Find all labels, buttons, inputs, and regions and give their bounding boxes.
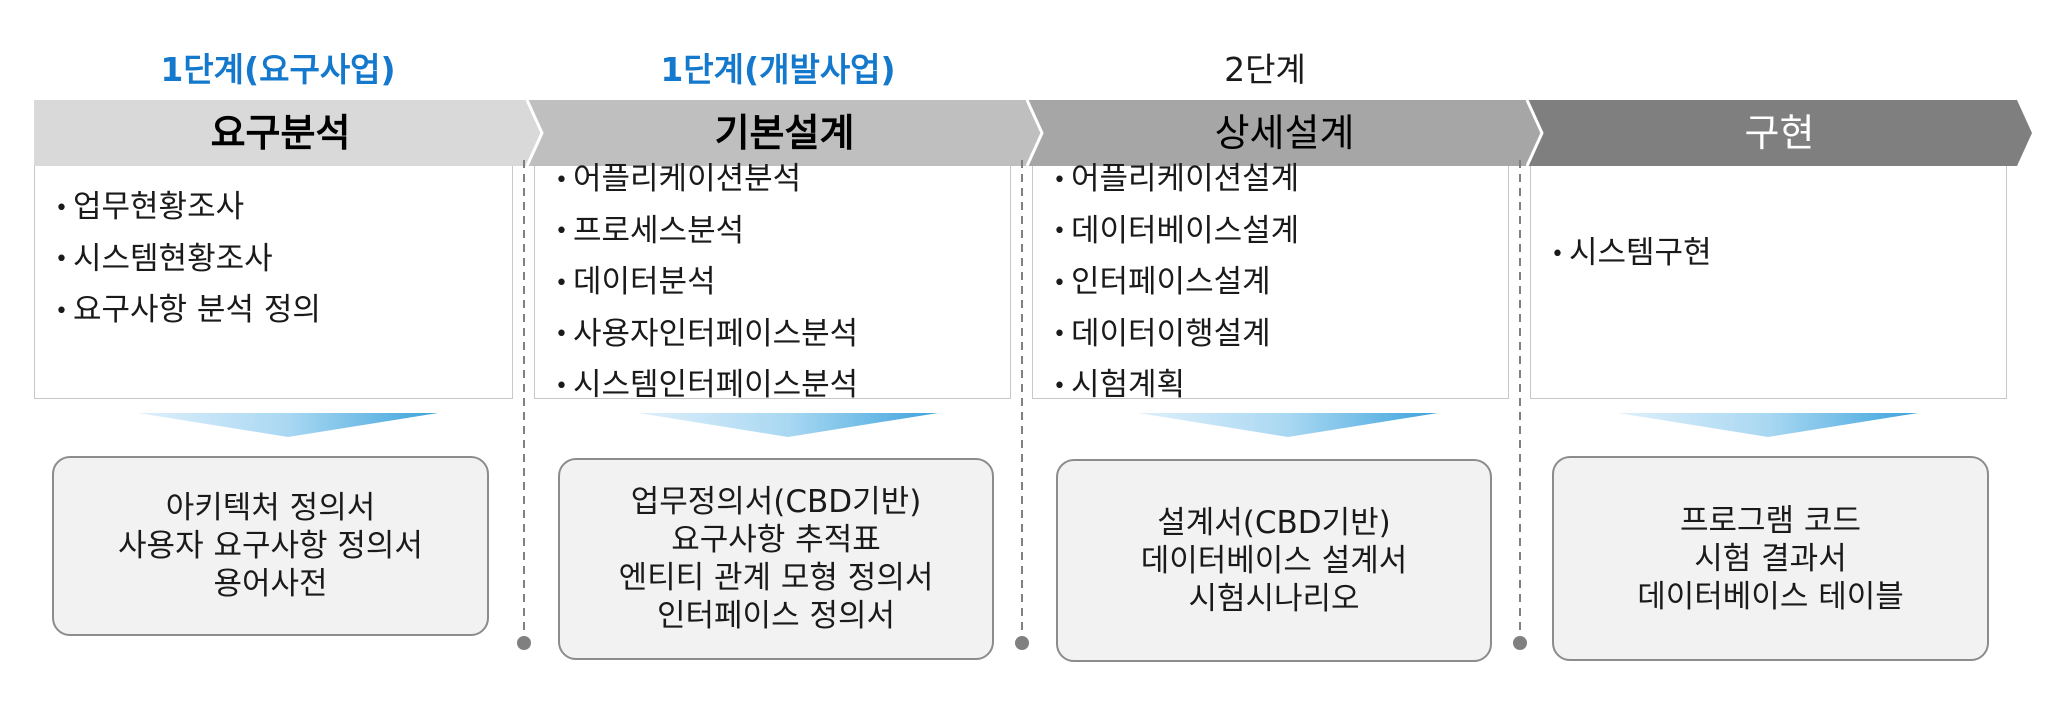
task-box-basic-design: •어플리케이션분석 •프로세스분석 •데이터분석 •사용자인터페이스분석 •시스… — [534, 161, 1011, 403]
list-item: •시험계획 — [1053, 367, 1186, 403]
flow-arrow-3 — [1138, 413, 1438, 437]
deliverable-item: 설계서(CBD기반) — [1157, 504, 1391, 541]
list-item: •어플리케이션설계 — [1053, 161, 1300, 197]
task-list: •업무현황조사 •시스템현황조사 •요구사항 분석 정의 — [55, 182, 321, 337]
deliverable-item: 요구사항 추적표 — [671, 522, 881, 558]
deliverable-item: 엔티티 관계 모형 정의서 — [618, 560, 934, 596]
list-item: •프로세스분석 — [555, 212, 745, 249]
task-box-implementation: •시스템구현 — [1530, 166, 2007, 399]
deliverable-item: 시험시나리오 — [1188, 580, 1360, 617]
chevron-phase-1 — [34, 100, 542, 166]
stage-label-1-development: 1단계(개발사업) — [660, 50, 896, 89]
deliverables-box-basic-design: 업무정의서(CBD기반) 요구사항 추적표 엔티티 관계 모형 정의서 인터페이… — [558, 458, 994, 660]
phase-title-basic-design: 기본설계 — [714, 111, 855, 155]
list-item: •시스템현황조사 — [55, 240, 273, 277]
phase-title-implementation: 구현 — [1744, 111, 1815, 155]
phase-title-requirements-analysis: 요구분석 — [210, 111, 351, 155]
phase-divider-1 — [517, 160, 531, 650]
list-item: •인터페이스설계 — [1053, 264, 1271, 300]
phase-divider-3 — [1513, 160, 1527, 650]
deliverable-item: 업무정의서(CBD기반) — [630, 484, 922, 520]
deliverable-item: 데이터베이스 설계서 — [1140, 542, 1408, 579]
deliverable-item: 시험 결과서 — [1694, 540, 1847, 577]
deliverables-box-requirements-analysis: 아키텍처 정의서 사용자 요구사항 정의서 용어사전 — [52, 456, 489, 636]
list-item: •데이터이행설계 — [1053, 315, 1271, 352]
flow-arrow-2 — [638, 413, 938, 437]
flow-arrow-1 — [138, 413, 438, 437]
list-item: •업무현황조사 — [55, 189, 245, 225]
deliverable-item: 사용자 요구사항 정의서 — [118, 528, 423, 564]
deliverables-box-detailed-design: 설계서(CBD기반) 데이터베이스 설계서 시험시나리오 — [1056, 459, 1492, 662]
phase-title-detailed-design: 상세설계 — [1214, 111, 1355, 155]
list-item: •시스템인터페이스분석 — [555, 367, 859, 403]
chevron-phase-2 — [527, 100, 1042, 166]
task-box-detailed-design: •어플리케이션설계 •데이터베이스설계 •인터페이스설계 •데이터이행설계 •시… — [1032, 161, 1509, 403]
flow-arrow-4 — [1618, 413, 1918, 437]
deliverable-item: 아키텍처 정의서 — [165, 490, 376, 526]
deliverable-item: 데이터베이스 테이블 — [1637, 578, 1904, 615]
list-item: •요구사항 분석 정의 — [55, 292, 321, 328]
list-item: •데이터분석 — [555, 264, 716, 300]
deliverables-box-implementation: 프로그램 코드 시험 결과서 데이터베이스 테이블 — [1552, 456, 1989, 661]
list-item: •시스템구현 — [1551, 235, 1712, 271]
task-list: •시스템구현 — [1551, 228, 1712, 280]
list-item: •사용자인터페이스분석 — [555, 315, 859, 352]
task-box-requirements-analysis: •업무현황조사 •시스템현황조사 •요구사항 분석 정의 — [34, 166, 513, 399]
list-item: •데이터베이스설계 — [1053, 212, 1300, 249]
task-list: •어플리케이션분석 •프로세스분석 •데이터분석 •사용자인터페이스분석 •시스… — [555, 154, 858, 412]
stage-label-1-requirements: 1단계(요구사업) — [160, 50, 396, 89]
deliverable-item: 용어사전 — [213, 566, 328, 602]
phase-divider-2 — [1015, 160, 1029, 650]
chevron-phase-3 — [1027, 100, 1542, 166]
deliverable-item: 프로그램 코드 — [1680, 502, 1861, 539]
deliverable-item: 인터페이스 정의서 — [656, 598, 895, 634]
stage-label-2: 2단계 — [1224, 50, 1306, 89]
task-list: •어플리케이션설계 •데이터베이스설계 •인터페이스설계 •데이터이행설계 •시… — [1053, 154, 1299, 412]
list-item: •어플리케이션분석 — [555, 161, 802, 197]
chevron-phase-4 — [1527, 100, 2032, 166]
